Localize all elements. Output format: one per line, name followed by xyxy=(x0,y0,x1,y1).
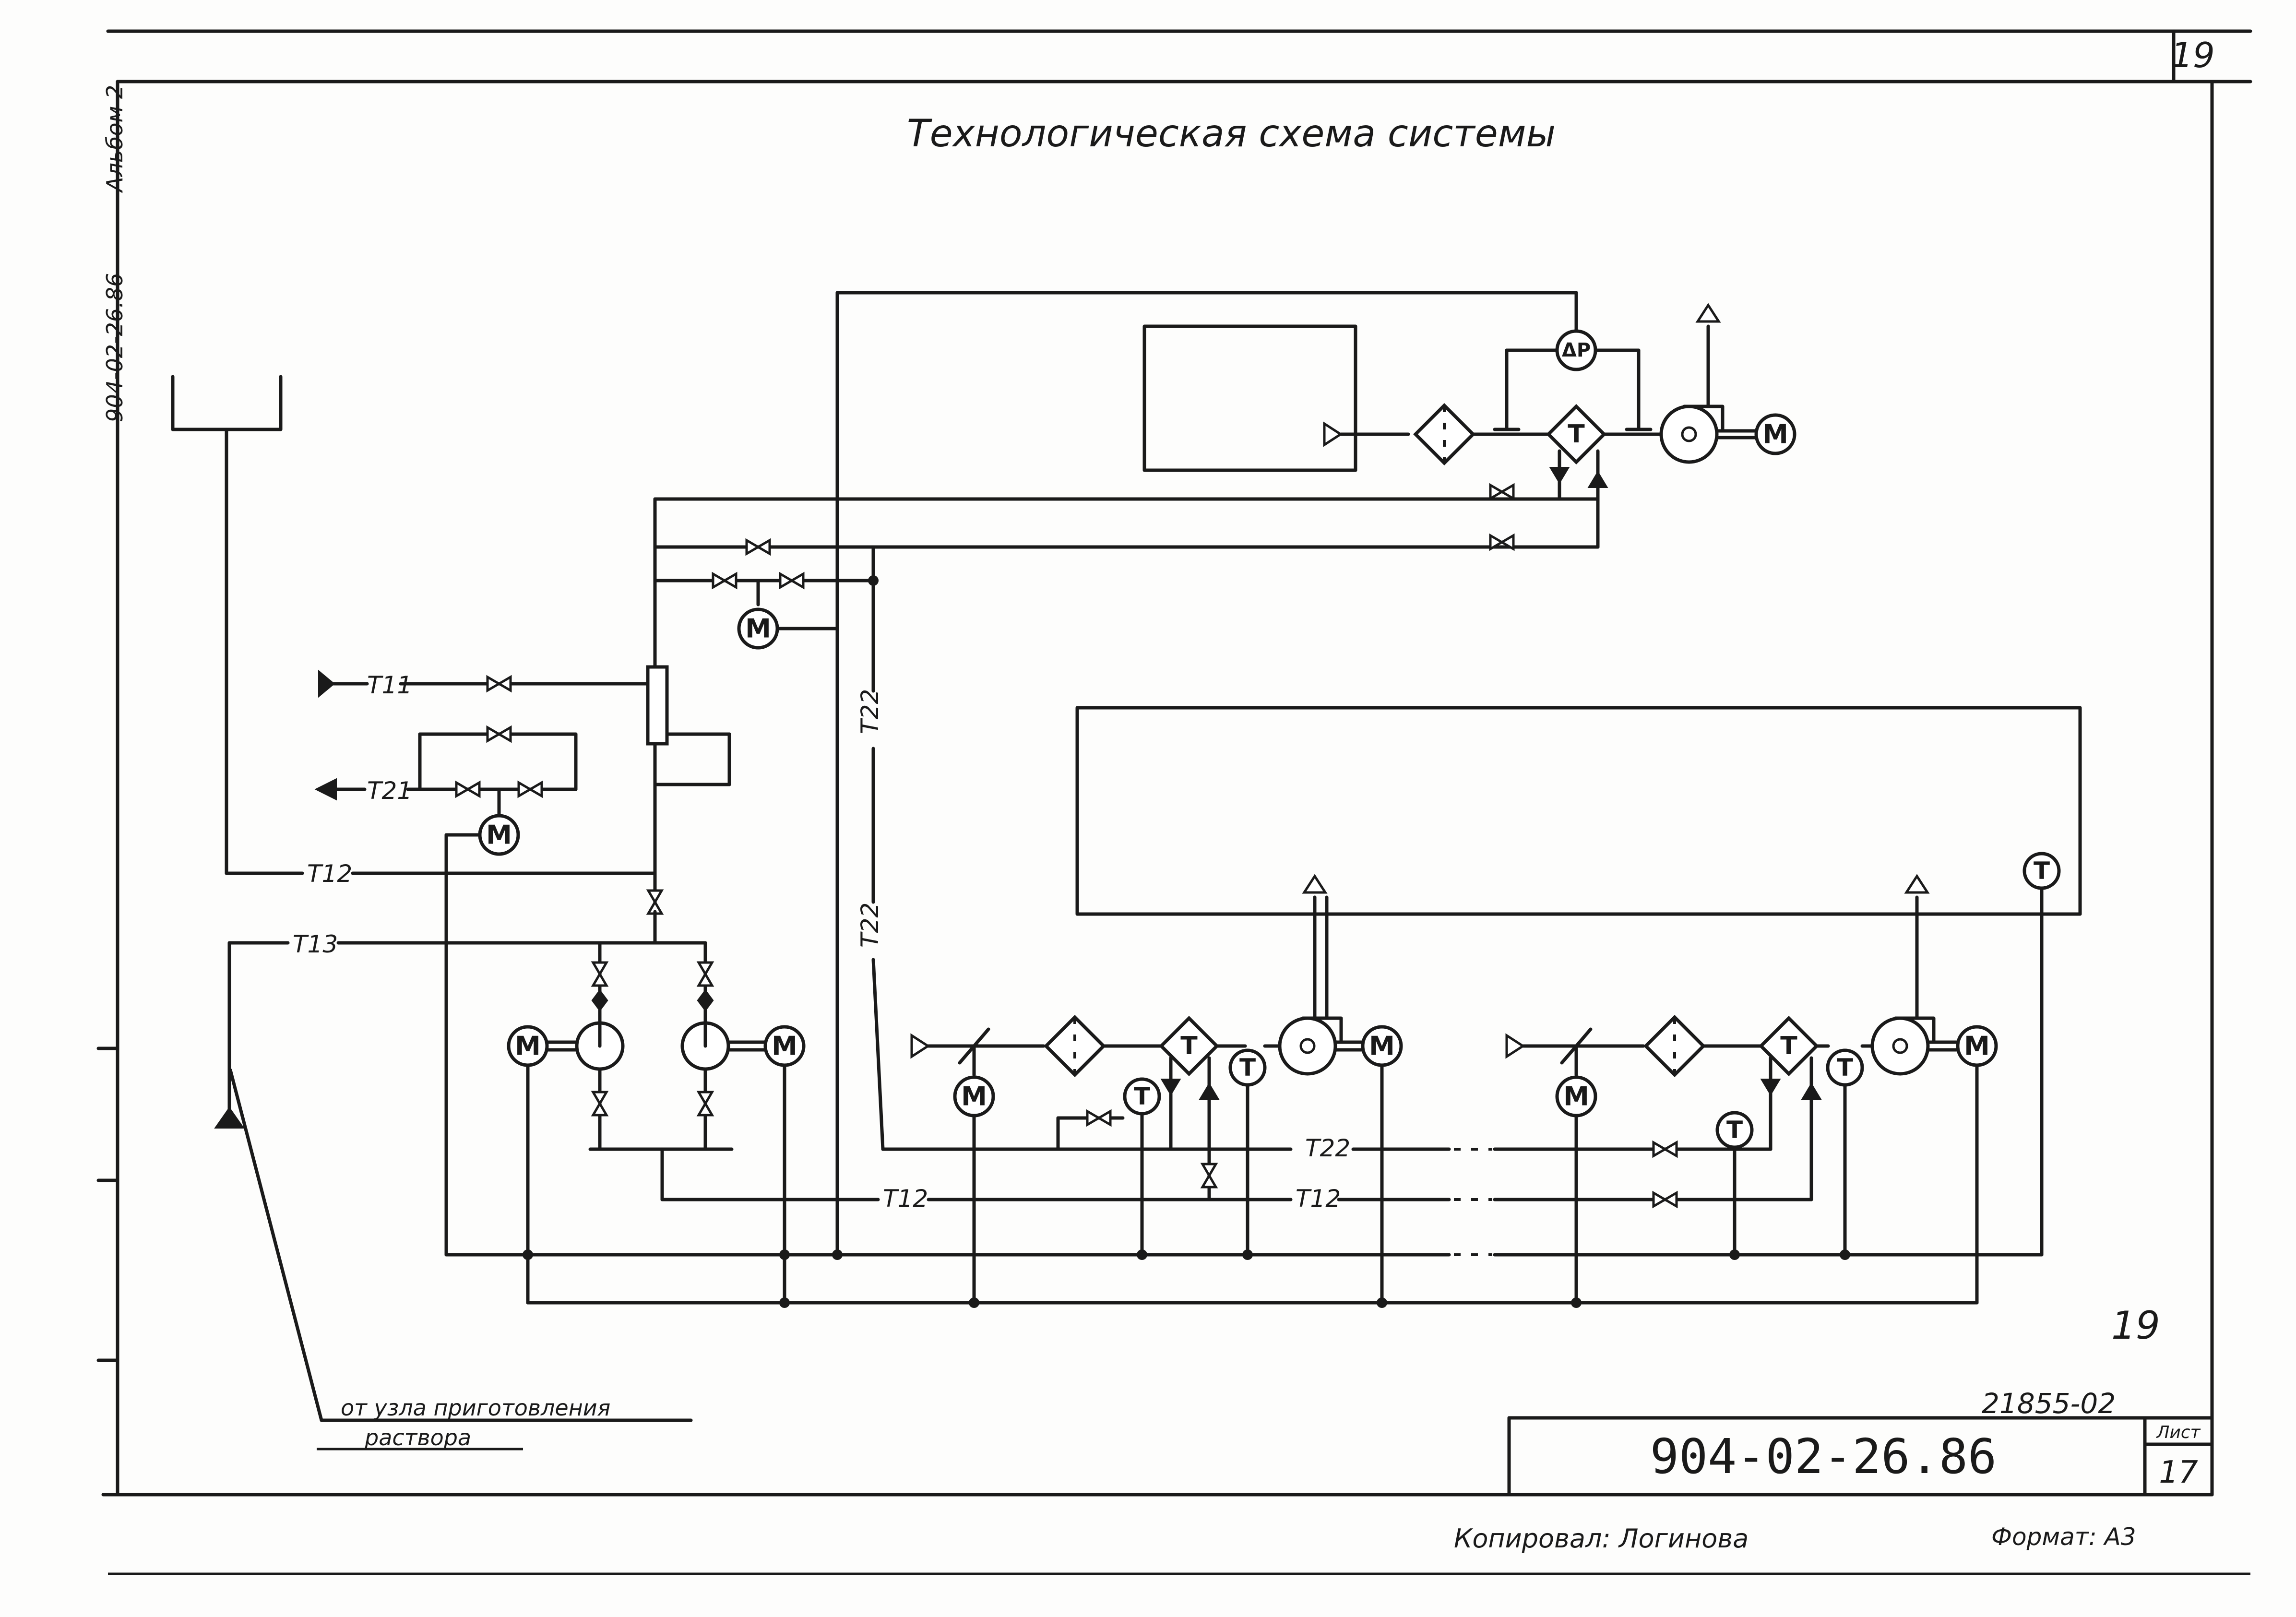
pipe-label-t12-a: Т12 xyxy=(307,860,352,888)
mixer xyxy=(646,665,669,746)
pipe-label-t12-c: Т12 xyxy=(1296,1185,1341,1213)
room-2 xyxy=(1075,706,2082,916)
title-block xyxy=(1507,1416,2214,1497)
pipe-label-t22-b: Т22 xyxy=(856,903,884,948)
sheet-number-top: 19 xyxy=(2171,35,2215,75)
ahu-2: М Т Т М Т xyxy=(912,876,1401,1305)
svg-text:М: М xyxy=(1964,1031,1990,1061)
svg-text:М: М xyxy=(745,614,771,644)
svg-text:Т: Т xyxy=(1568,420,1585,449)
svg-text:М: М xyxy=(1369,1031,1395,1061)
tank xyxy=(171,375,657,875)
svg-text:Т: Т xyxy=(1239,1054,1256,1082)
svg-text:М: М xyxy=(515,1031,541,1061)
side-doc-code: 904-02-26.86 xyxy=(102,273,128,422)
pipe-label-t12-b: Т12 xyxy=(883,1185,928,1213)
pipe-label-t21: Т21 xyxy=(367,777,412,805)
ahu-3: М Т Т М Т xyxy=(1507,876,1996,1305)
ahu-1: Т М ΔР xyxy=(1324,305,1795,549)
temp-sensor-room: Т xyxy=(2022,852,2061,1257)
drawing-frame xyxy=(96,29,2252,1575)
pipe-label-t22-a: Т22 xyxy=(856,689,884,734)
handwritten-number: 19 xyxy=(2111,1303,2160,1348)
stamp-sheet-label: Лист xyxy=(2155,1423,2201,1442)
svg-text:Т: Т xyxy=(1180,1032,1198,1060)
line-t21 xyxy=(314,727,578,818)
pump-station: М М xyxy=(509,910,804,1305)
room-1 xyxy=(1142,324,1357,472)
svg-text:ΔР: ΔР xyxy=(1562,339,1591,361)
svg-text:М: М xyxy=(961,1082,987,1112)
inventory-number: 21855-02 xyxy=(1982,1387,2116,1420)
svg-text:Т: Т xyxy=(2034,857,2050,885)
motor-t21: М xyxy=(444,816,518,1257)
svg-text:Т: Т xyxy=(1726,1116,1743,1144)
svg-text:М: М xyxy=(1762,419,1788,450)
stamp-sheet-value: 17 xyxy=(2159,1455,2198,1490)
footer-format: Формат: А3 xyxy=(1991,1523,2136,1551)
side-album: Альбом 2 xyxy=(102,85,128,193)
source-note-line1: от узла приготовления xyxy=(341,1395,610,1421)
motor-bypass: М xyxy=(739,609,839,648)
pipe-label-t13: Т13 xyxy=(293,930,338,958)
pipe-label-t11: Т11 xyxy=(367,671,412,699)
svg-text:М: М xyxy=(772,1031,797,1061)
svg-text:Т: Т xyxy=(1134,1082,1150,1110)
diagram-title: Технологическая схема системы xyxy=(907,112,1556,155)
source-note-line2: раствора xyxy=(364,1425,471,1451)
pipe-label-t22-c: Т22 xyxy=(1305,1134,1350,1162)
line-t11 xyxy=(318,669,650,698)
svg-text:Т: Т xyxy=(1780,1032,1797,1060)
junction-dots xyxy=(523,575,1850,1308)
svg-text:М: М xyxy=(486,820,512,850)
line-t13 xyxy=(214,941,702,1129)
footer-copied-by: Копировал: Логинова xyxy=(1454,1523,1749,1554)
svg-text:М: М xyxy=(1563,1082,1589,1112)
stamp-code: 904-02-26.86 xyxy=(1650,1428,1997,1485)
svg-text:Т: Т xyxy=(1837,1054,1853,1082)
